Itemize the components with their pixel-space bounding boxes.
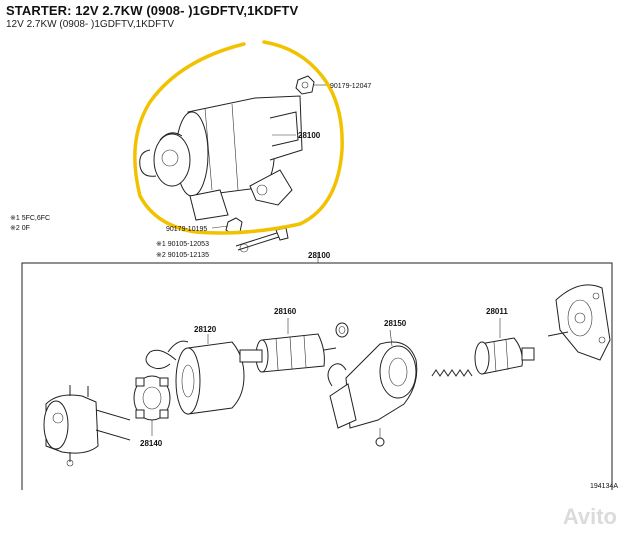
solenoid-housing-drawing — [327, 329, 418, 447]
end-cover-drawing — [43, 385, 131, 467]
label-90105-12135: ※2 90105-12135 — [156, 252, 209, 259]
starter-assembly-drawing — [139, 75, 328, 253]
highlight-outline — [133, 40, 344, 235]
spring-drawing — [431, 369, 473, 377]
label-28011: 28011 — [486, 307, 508, 316]
page-subtitle: 12V 2.7KW (0908- )1GDFTV,1KDFTV — [6, 19, 175, 30]
avito-watermark: Avito — [562, 504, 617, 529]
label-28100-exploded: 28100 — [308, 251, 331, 260]
label-28140: 28140 — [140, 439, 163, 448]
drive-housing-drawing — [547, 284, 611, 361]
label-90179-10195: 90179-10195 — [166, 226, 207, 233]
label-28150: 28150 — [384, 319, 407, 328]
figure-code: 194134A — [590, 483, 618, 490]
page-title: STARTER: 12V 2.7KW (0908- )1GDFTV,1KDFTV — [6, 3, 299, 18]
label-28120: 28120 — [194, 325, 217, 334]
armature-drawing — [239, 318, 349, 373]
note-1: ※1 5FC,6FC — [10, 215, 50, 222]
brush-holder-drawing — [133, 375, 171, 436]
note-2: ※2 0F — [10, 225, 30, 232]
pinion-clutch-drawing — [474, 318, 535, 375]
exploded-view-bracket — [21, 262, 613, 490]
label-28100-top: 28100 — [298, 131, 321, 140]
label-90179-12047: 90179-12047 — [330, 83, 371, 90]
yoke-drawing — [145, 334, 245, 415]
label-28160: 28160 — [274, 307, 297, 316]
label-90105-12053: ※1 90105-12053 — [156, 241, 209, 248]
